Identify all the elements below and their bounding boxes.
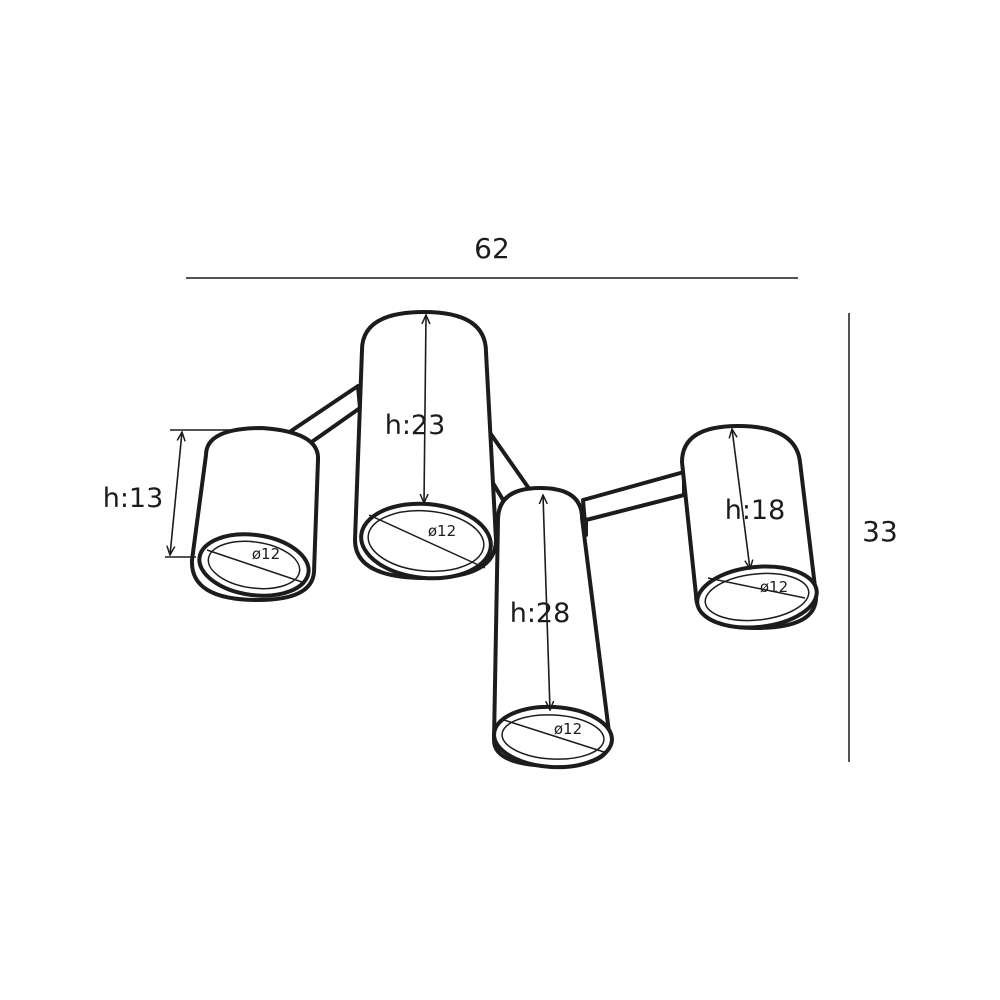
spotlight-4: ø12 h:18 bbox=[680, 424, 819, 630]
spotlight-2-height: h:23 bbox=[385, 410, 446, 441]
spotlight-4-height: h:18 bbox=[725, 495, 786, 526]
spotlight-1-diameter: ø12 bbox=[252, 545, 280, 563]
spotlight-4-diameter: ø12 bbox=[760, 578, 788, 596]
width-label: 62 bbox=[474, 232, 510, 265]
diameter-line-4 bbox=[707, 577, 806, 599]
height-arrow-4 bbox=[732, 429, 750, 569]
height-arrow-3 bbox=[543, 495, 550, 710]
diameter-line-2 bbox=[368, 514, 486, 569]
height-arrow-2 bbox=[424, 315, 426, 503]
height-arrow-1 bbox=[170, 432, 182, 555]
diameter-line-3 bbox=[503, 719, 605, 753]
arm-right bbox=[581, 470, 686, 537]
spotlight-3-height: h:28 bbox=[510, 598, 571, 629]
diameter-line-1 bbox=[206, 549, 303, 583]
spotlight-3: ø12 h:28 bbox=[492, 486, 614, 770]
height-label: 33 bbox=[862, 515, 898, 548]
spotlight-3-diameter: ø12 bbox=[554, 720, 582, 738]
spotlight-2-diameter: ø12 bbox=[428, 522, 456, 540]
spotlight-1-height: h:13 bbox=[103, 483, 164, 514]
spotlight-2: ø12 h:23 bbox=[353, 310, 498, 581]
spotlight-1: ø12 h:13 bbox=[103, 426, 321, 602]
